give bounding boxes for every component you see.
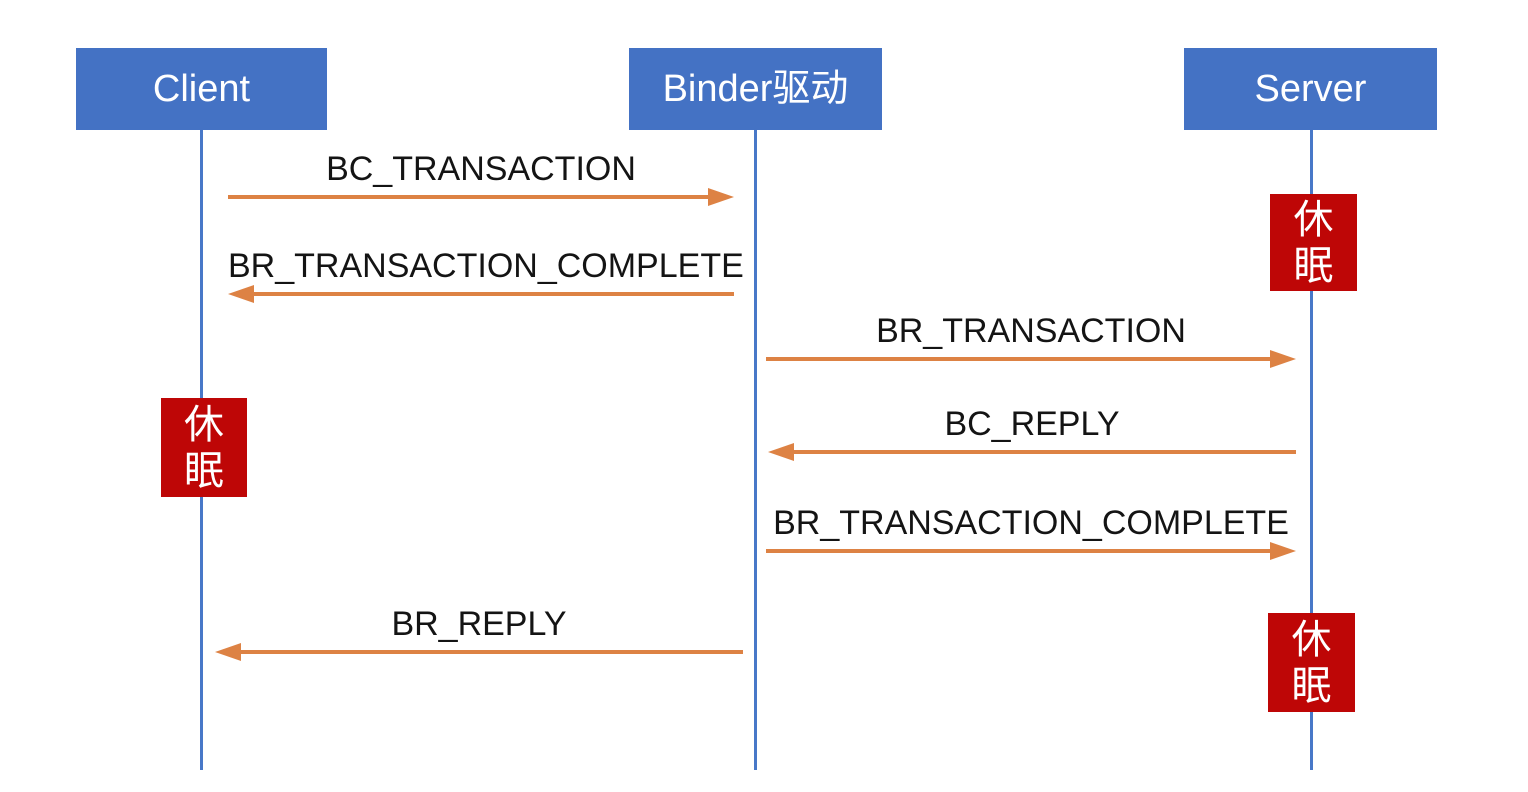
message-label-br-transaction-complete-1: BR_TRANSACTION_COMPLETE xyxy=(228,247,744,285)
arrow-line xyxy=(254,292,734,296)
arrow-left-icon xyxy=(768,443,1296,461)
arrow-head xyxy=(215,643,241,661)
arrow-head xyxy=(228,285,254,303)
sleep-badge-label: 休眠 xyxy=(184,402,224,493)
sleep-badge-label: 休眠 xyxy=(1293,197,1334,288)
sleep-badge-client: 休眠 xyxy=(161,398,247,497)
arrow-head xyxy=(1270,350,1296,368)
arrow-head xyxy=(768,443,794,461)
arrow-head xyxy=(708,188,734,206)
actor-label-client: Client xyxy=(152,68,251,110)
arrow-head xyxy=(1270,542,1296,560)
sleep-badge-label: 休眠 xyxy=(1291,617,1332,708)
sleep-badge-server-top: 休眠 xyxy=(1270,194,1357,291)
message-br-reply: BR_REPLY xyxy=(215,605,743,661)
actor-box-client: Client xyxy=(76,48,327,130)
message-label-br-reply: BR_REPLY xyxy=(391,605,567,643)
message-label-bc-transaction: BC_TRANSACTION xyxy=(326,150,636,188)
message-br-transaction: BR_TRANSACTION xyxy=(766,312,1296,368)
message-br-transaction-complete-1: BR_TRANSACTION_COMPLETE xyxy=(228,247,744,303)
message-bc-reply: BC_REPLY xyxy=(768,405,1296,461)
actor-label-binder-driver: Binder驱动 xyxy=(662,68,849,110)
actor-box-server: Server xyxy=(1184,48,1437,130)
arrow-left-icon xyxy=(228,285,734,303)
arrow-right-icon xyxy=(766,542,1296,560)
message-bc-transaction: BC_TRANSACTION xyxy=(228,150,734,206)
arrow-line xyxy=(241,650,743,654)
message-label-br-transaction: BR_TRANSACTION xyxy=(876,312,1186,350)
message-br-transaction-complete-2: BR_TRANSACTION_COMPLETE xyxy=(766,504,1296,560)
message-label-bc-reply: BC_REPLY xyxy=(944,405,1120,443)
arrow-line xyxy=(228,195,708,199)
lifeline-server xyxy=(1310,130,1313,770)
arrow-left-icon xyxy=(215,643,743,661)
message-label-br-transaction-complete-2: BR_TRANSACTION_COMPLETE xyxy=(773,504,1289,542)
sleep-badge-server-bottom: 休眠 xyxy=(1268,613,1355,712)
actor-box-binder-driver: Binder驱动 xyxy=(629,48,882,130)
arrow-line xyxy=(766,357,1270,361)
arrow-right-icon xyxy=(766,350,1296,368)
arrow-right-icon xyxy=(228,188,734,206)
lifeline-binder-driver xyxy=(754,130,757,770)
actor-label-server: Server xyxy=(1254,68,1367,110)
arrow-line xyxy=(766,549,1270,553)
arrow-line xyxy=(794,450,1296,454)
